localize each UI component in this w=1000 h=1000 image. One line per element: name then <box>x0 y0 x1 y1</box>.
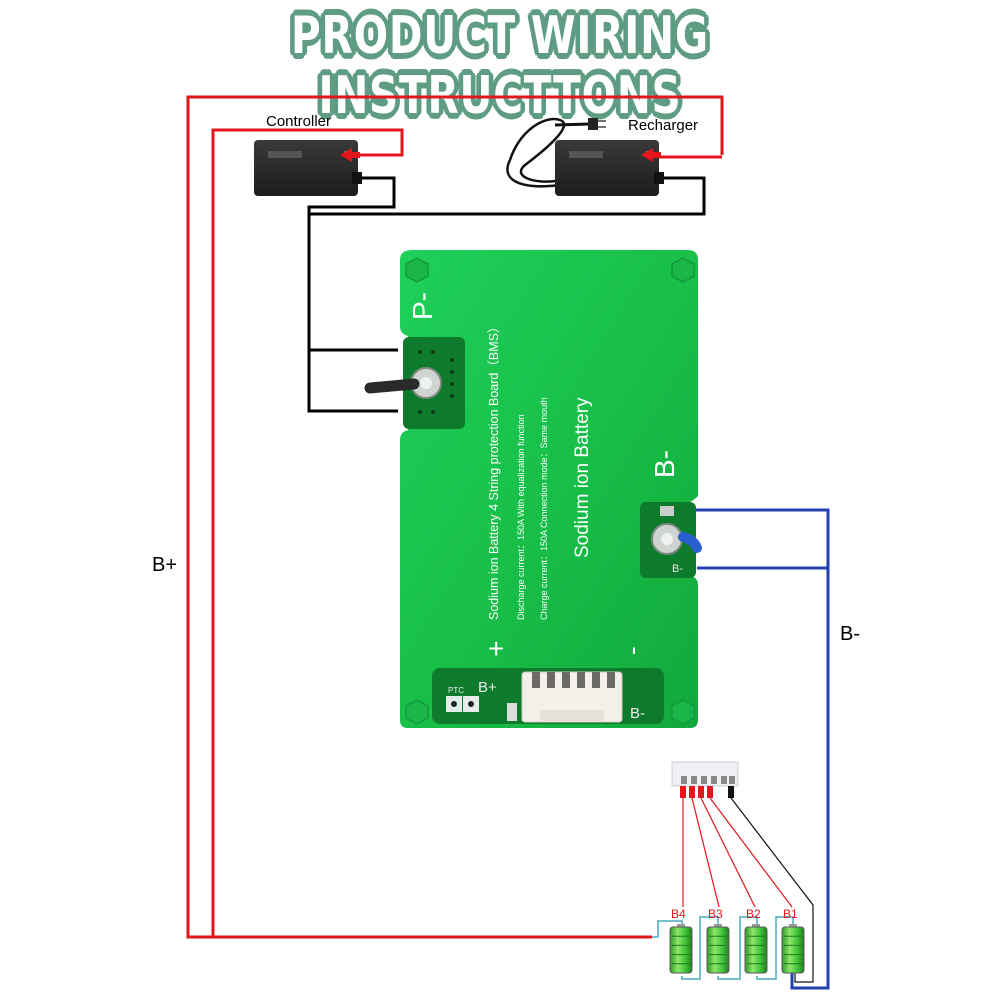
board-spec-line-3: Charge current：150A Connection mode：Same… <box>539 397 549 620</box>
cell-body <box>706 926 730 974</box>
b-minus-pad-silk: B- <box>672 563 683 575</box>
cell-terminal <box>789 924 797 928</box>
battery-cell-b1: B1 <box>781 907 805 974</box>
b-plus-wire-label: B+ <box>152 554 177 576</box>
balance-leads <box>682 797 814 983</box>
battery-cells: B4 B3 B2 B1 <box>669 907 805 974</box>
ptc-silk: PTC <box>448 686 464 695</box>
cell-label: B4 <box>671 907 686 921</box>
b-plus-silk: B+ <box>478 679 497 696</box>
p-minus-wire <box>307 176 706 413</box>
battery-cell-b3: B3 <box>706 907 730 974</box>
cell-body <box>744 926 768 974</box>
balance-connector <box>671 761 739 798</box>
cell-label: B3 <box>708 907 723 921</box>
cell-terminal <box>677 924 685 928</box>
board-big-text: Sodium ion Battery <box>572 397 593 558</box>
recharger-label: Recharger <box>628 117 698 134</box>
controller-label: Controller <box>266 113 331 130</box>
bms-board <box>364 250 702 728</box>
b-plus-wire <box>186 95 724 939</box>
cell-series-links <box>652 916 794 980</box>
b-minus-wire-label: B- <box>840 623 860 645</box>
board-spec-line-2: Discharge current：150A With equalization… <box>516 414 526 620</box>
cell-terminal <box>714 924 722 928</box>
cell-label: B1 <box>783 907 798 921</box>
controller-device <box>254 140 362 196</box>
cell-body <box>669 926 693 974</box>
cell-body <box>781 926 805 974</box>
cell-terminal <box>752 924 760 928</box>
b-minus-silk: B- <box>649 450 680 478</box>
plus-silk: + <box>488 633 504 664</box>
b-minus-connector-silk: B- <box>630 705 645 722</box>
cell-label: B2 <box>746 907 761 921</box>
p-minus-silk: P- <box>407 292 438 320</box>
minus-silk: - <box>617 646 647 655</box>
battery-cell-b2: B2 <box>744 907 768 974</box>
battery-cell-b4: B4 <box>669 907 693 974</box>
b-minus-wire <box>696 508 830 990</box>
recharger-device <box>506 117 664 196</box>
board-spec-line-1: Sodium ion Battery 4 String protection B… <box>487 321 501 620</box>
